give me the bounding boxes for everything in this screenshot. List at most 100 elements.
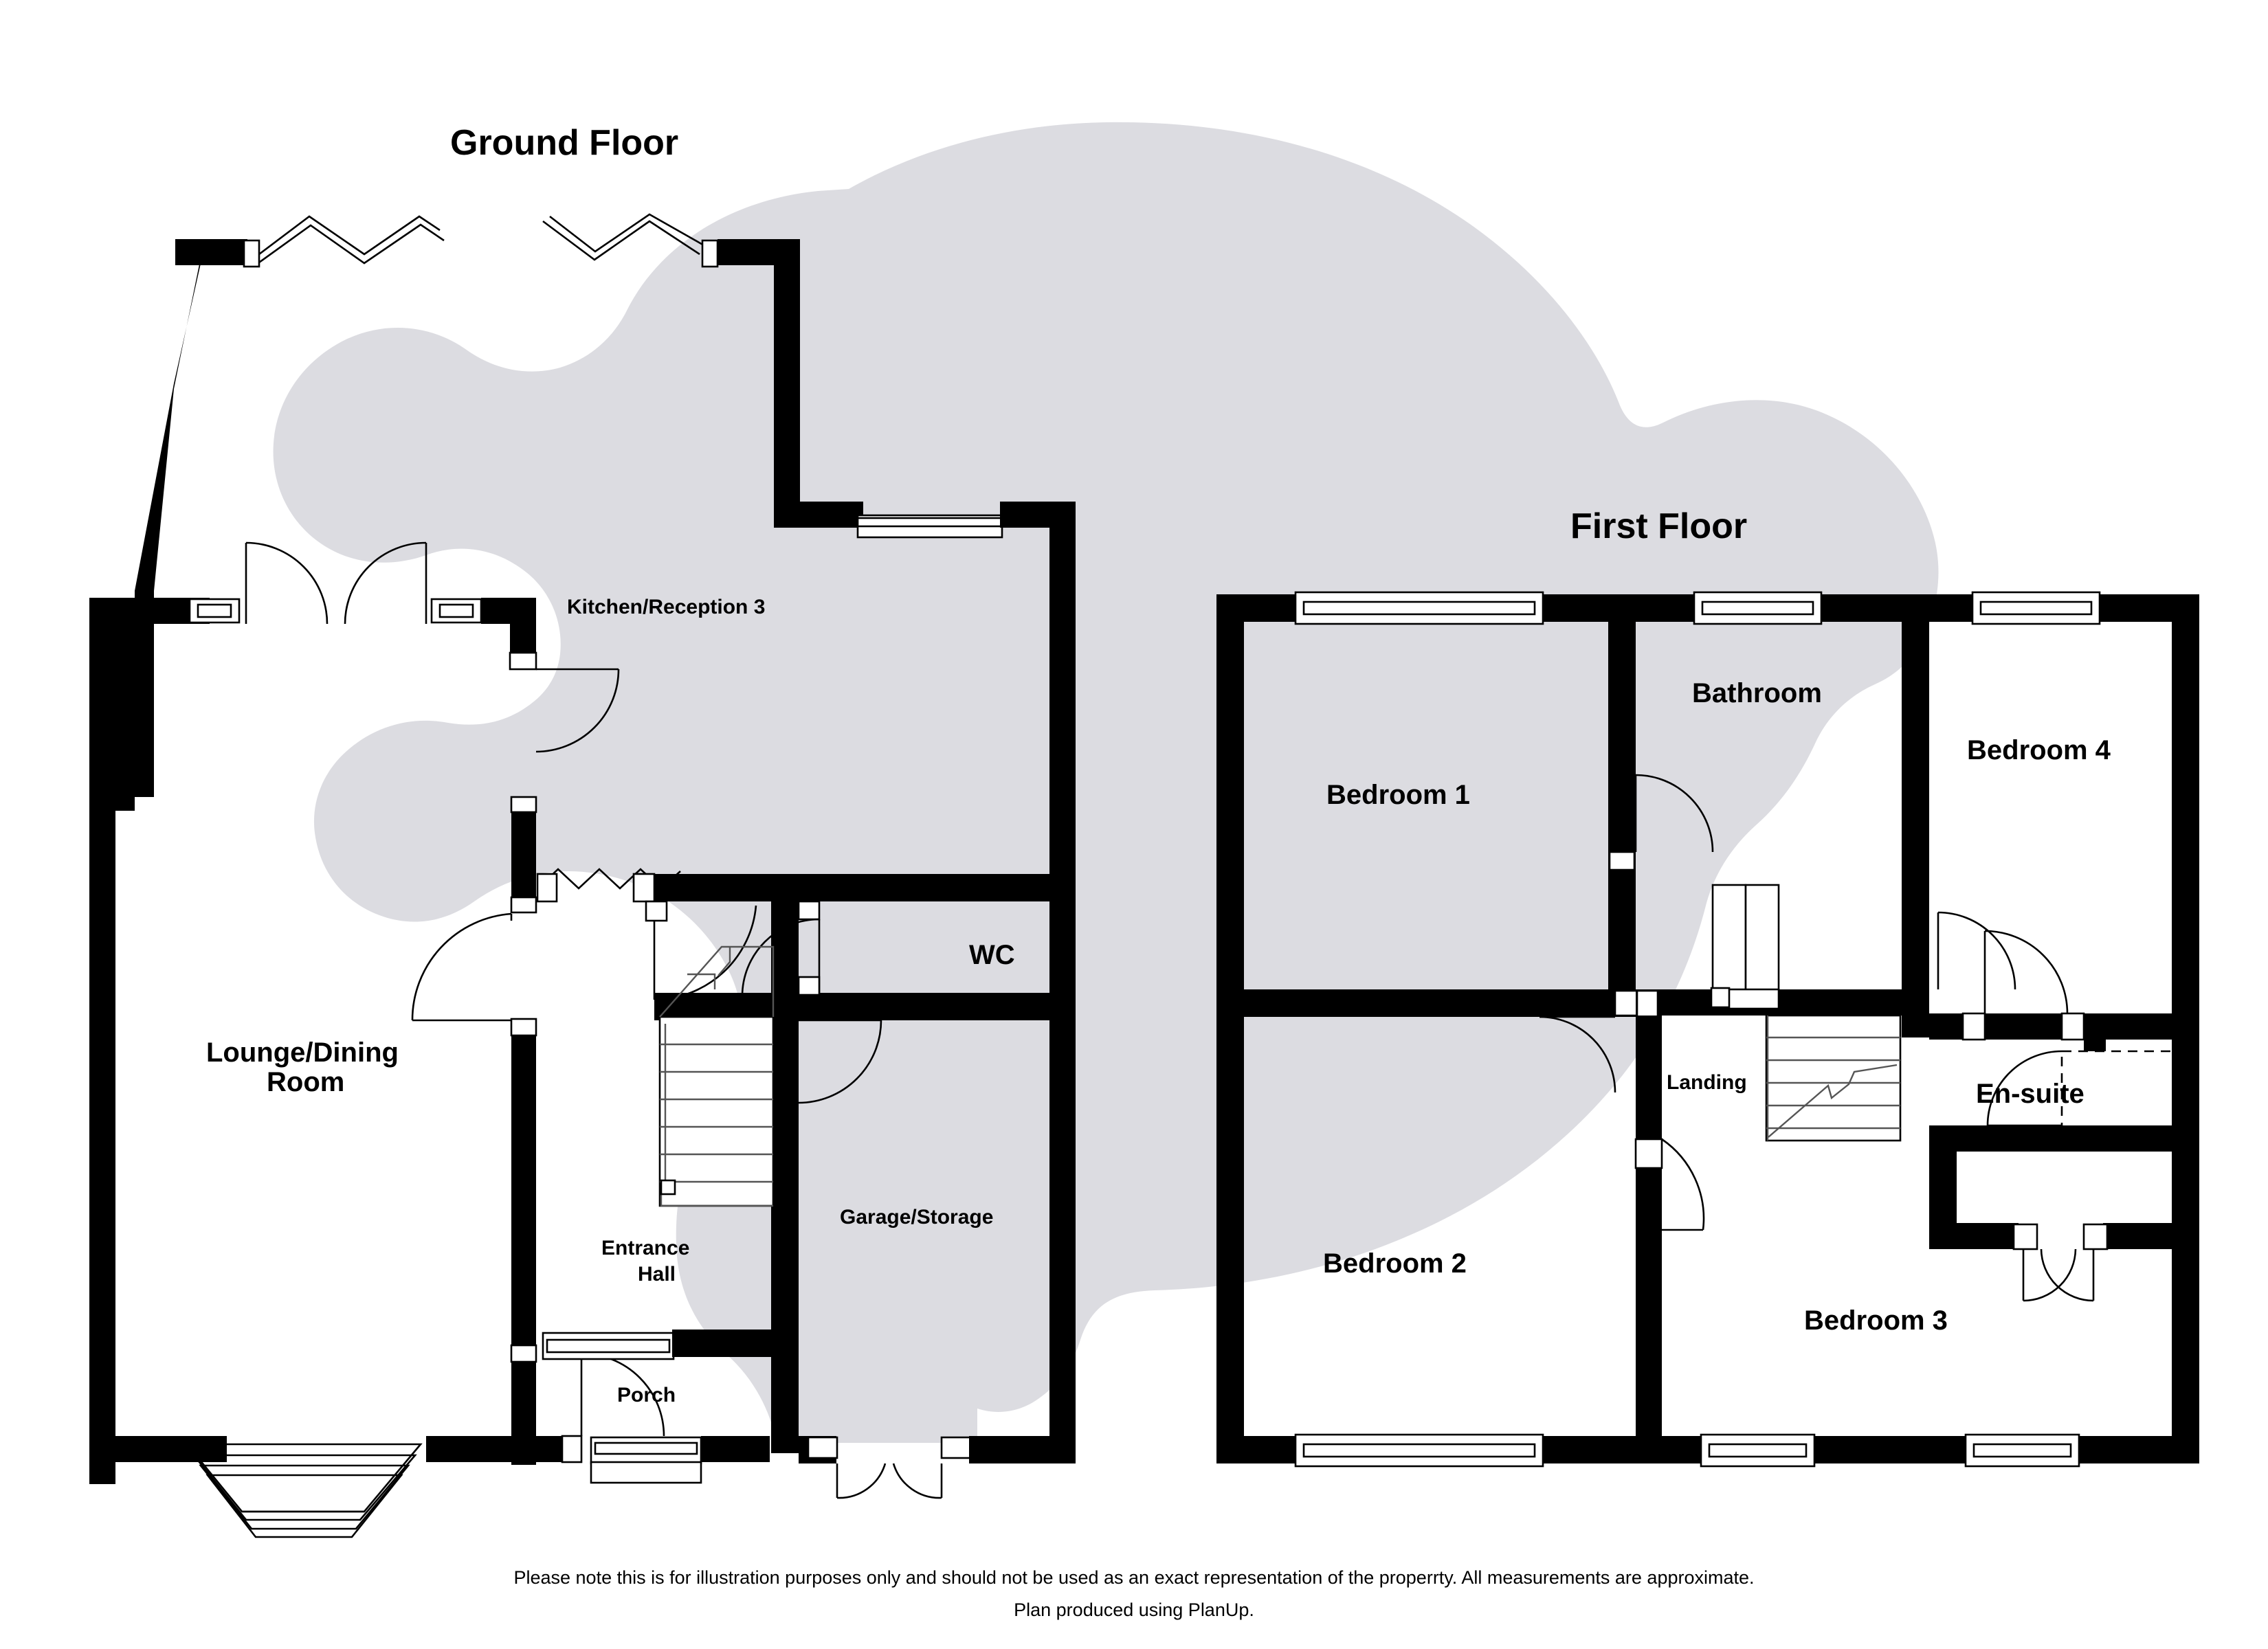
room-label-entrance-line1: Entrance (601, 1237, 689, 1259)
gf-bifold-door-right-outer (542, 220, 700, 261)
ground-floor-title: Ground Floor (450, 123, 678, 163)
ground-floor-plan: Ground Floor Lounge/Dining Room Kitchen/… (89, 123, 1076, 1538)
ff-window-bedroom4-top (1971, 591, 2101, 625)
gf-bifold-door-left-inner (258, 223, 445, 265)
ff-doorarc-bed1 (1635, 774, 1714, 853)
ff-jamb-bed4-left (1961, 1012, 1986, 1041)
gf-jamb-bifold-left (243, 239, 260, 268)
room-label-wc: WC (969, 940, 1015, 970)
watermark-graphic (273, 122, 1939, 1444)
room-label-lounge-line2: Room (267, 1067, 344, 1097)
room-label-bedroom3: Bedroom 3 (1804, 1305, 1948, 1336)
gf-doorarc-garage (798, 1020, 882, 1104)
ff-doorarc-ensuite-left (2023, 1248, 2077, 1302)
ff-doorarc-bed3 (1661, 1138, 1705, 1231)
ff-wall-bath-bed4 (1902, 594, 1929, 1037)
room-label-entrance-line2: Hall (638, 1263, 676, 1286)
gf-wall-hall-top (654, 874, 799, 901)
ff-wall-left-outer (1216, 594, 1244, 1463)
gf-doorarc-wc (741, 918, 820, 997)
ff-wall-ensuite-left (1929, 1125, 1957, 1242)
gf-wall-kitchen-left-step (510, 598, 536, 660)
ff-doorarc-ensuite-right (2040, 1248, 2094, 1302)
room-label-lounge-line1: Lounge/Dining (206, 1037, 399, 1068)
ff-jamb-bed3-door (1634, 1138, 1663, 1169)
gf-jamb-concertina-left (536, 873, 558, 903)
ff-jamb-bed1-door (1608, 851, 1636, 871)
gf-front-door (590, 1436, 702, 1484)
gf-garage-doorarc-left (836, 1463, 887, 1499)
gf-window-hall-bottom (542, 1332, 675, 1360)
gf-jamb-kitchen-left (509, 651, 537, 671)
gf-wall-hall-lower (654, 993, 799, 1020)
gf-wall-hall-garage-top (771, 901, 799, 995)
room-label-porch: Porch (617, 1384, 676, 1406)
gf-wall-upper-left-angled (135, 239, 237, 797)
room-label-bedroom1: Bedroom 1 (1326, 780, 1470, 810)
gf-wall-left-spacer (115, 598, 135, 811)
ff-jamb-ensuite-right (2082, 1223, 2109, 1250)
ff-wall-bed1-bath (1608, 594, 1636, 1003)
footer-line-2: Plan produced using PlanUp. (1014, 1600, 1254, 1620)
ff-wall-ensuite-bottom-left (1929, 1223, 2019, 1249)
gf-jamb-wc-bottom (797, 976, 821, 996)
room-label-ensuite: En-suite (1976, 1079, 2084, 1109)
ff-wall-bed1-bed2 (1216, 989, 1639, 1017)
ff-wall-landing-bed3-lower (1636, 1168, 1662, 1463)
room-label-kitchen: Kitchen/Reception 3 (567, 596, 765, 618)
gf-wall-porch-bottom-right (701, 1436, 770, 1462)
ff-window-bedroom3-bottom-left (1700, 1433, 1816, 1468)
ff-wall-ensuite-top (1929, 1125, 2180, 1152)
ff-window-bedroom2-bottom (1294, 1433, 1544, 1468)
gf-bay-window (185, 1443, 423, 1538)
first-floor-title: First Floor (1570, 506, 1747, 546)
ff-doorarc-bed4 (1984, 930, 2069, 1014)
ff-window-bathroom-top (1693, 591, 1823, 625)
room-label-bedroom2: Bedroom 2 (1323, 1248, 1467, 1279)
gf-wall-hall-bottom-stub (672, 1330, 775, 1357)
footer-disclaimer: Please note this is for illustration pur… (513, 1567, 1754, 1620)
gf-window-kitchen-rear (856, 514, 1003, 539)
gf-doorarc-lounge-hall (411, 912, 512, 1021)
ff-wall-landing-bed3-upper (1636, 1016, 1662, 1139)
ff-window-bedroom1-top (1294, 591, 1544, 625)
ff-wall-bed4-stub (2084, 1013, 2106, 1051)
gf-wall-right-outer (1049, 502, 1076, 1463)
gf-wall-lounge-right-a (511, 811, 536, 899)
gf-jamb-lounge-right-top (510, 796, 537, 814)
gf-jamb-wc-top (797, 900, 821, 921)
gf-bifold-door-left-outer (258, 215, 441, 256)
ff-window-bedroom3-bottom-right (1964, 1433, 2080, 1468)
gf-wall-kitchen-step (774, 502, 863, 528)
gf-doorarc-kitchen (535, 669, 620, 753)
gf-doorarc-lounge-2 (344, 541, 427, 625)
gf-wall-wc-top (797, 874, 1052, 901)
gf-bifold-door-right-inner (549, 213, 706, 253)
gf-wall-hall-garage (771, 1020, 799, 1453)
gf-jamb-bifold-right (701, 239, 719, 268)
ff-doorarc-bath (1937, 911, 2016, 990)
gf-jamb-porch-top (561, 1435, 583, 1463)
ff-jamb-bed2-door (1614, 989, 1640, 1017)
gf-wall-wc-bottom (797, 993, 1052, 1020)
gf-window-lounge-topright (430, 598, 482, 624)
gf-wall-kitchen-right-upper (774, 239, 800, 528)
first-floor-plan: First Floor Bedroom 1 Bedroom 2 Bedroom … (1216, 506, 2199, 1468)
gf-wall-top-left-stub (175, 239, 247, 265)
gf-wall-porch-top-left (481, 1436, 564, 1462)
footer-line-1: Please note this is for illustration pur… (513, 1567, 1754, 1588)
gf-wall-left-outer (89, 598, 115, 1484)
gf-jamb-hall-a (645, 900, 668, 922)
ff-jamb-landing-a (1636, 989, 1659, 1018)
gf-wall-lounge-bottom-left (89, 1436, 227, 1462)
gf-jamb-garage-door-right (940, 1436, 972, 1459)
gf-staircase (658, 945, 775, 1207)
ff-cupboard-landing (1710, 884, 1780, 1010)
gf-jamb-concertina-right (632, 873, 656, 903)
ff-jamb-ensuite-left (2012, 1223, 2038, 1250)
gf-jamb-hall-lounge (510, 1018, 537, 1037)
room-label-bathroom: Bathroom (1692, 678, 1822, 708)
gf-wall-garage-bottom-right (969, 1436, 1055, 1463)
